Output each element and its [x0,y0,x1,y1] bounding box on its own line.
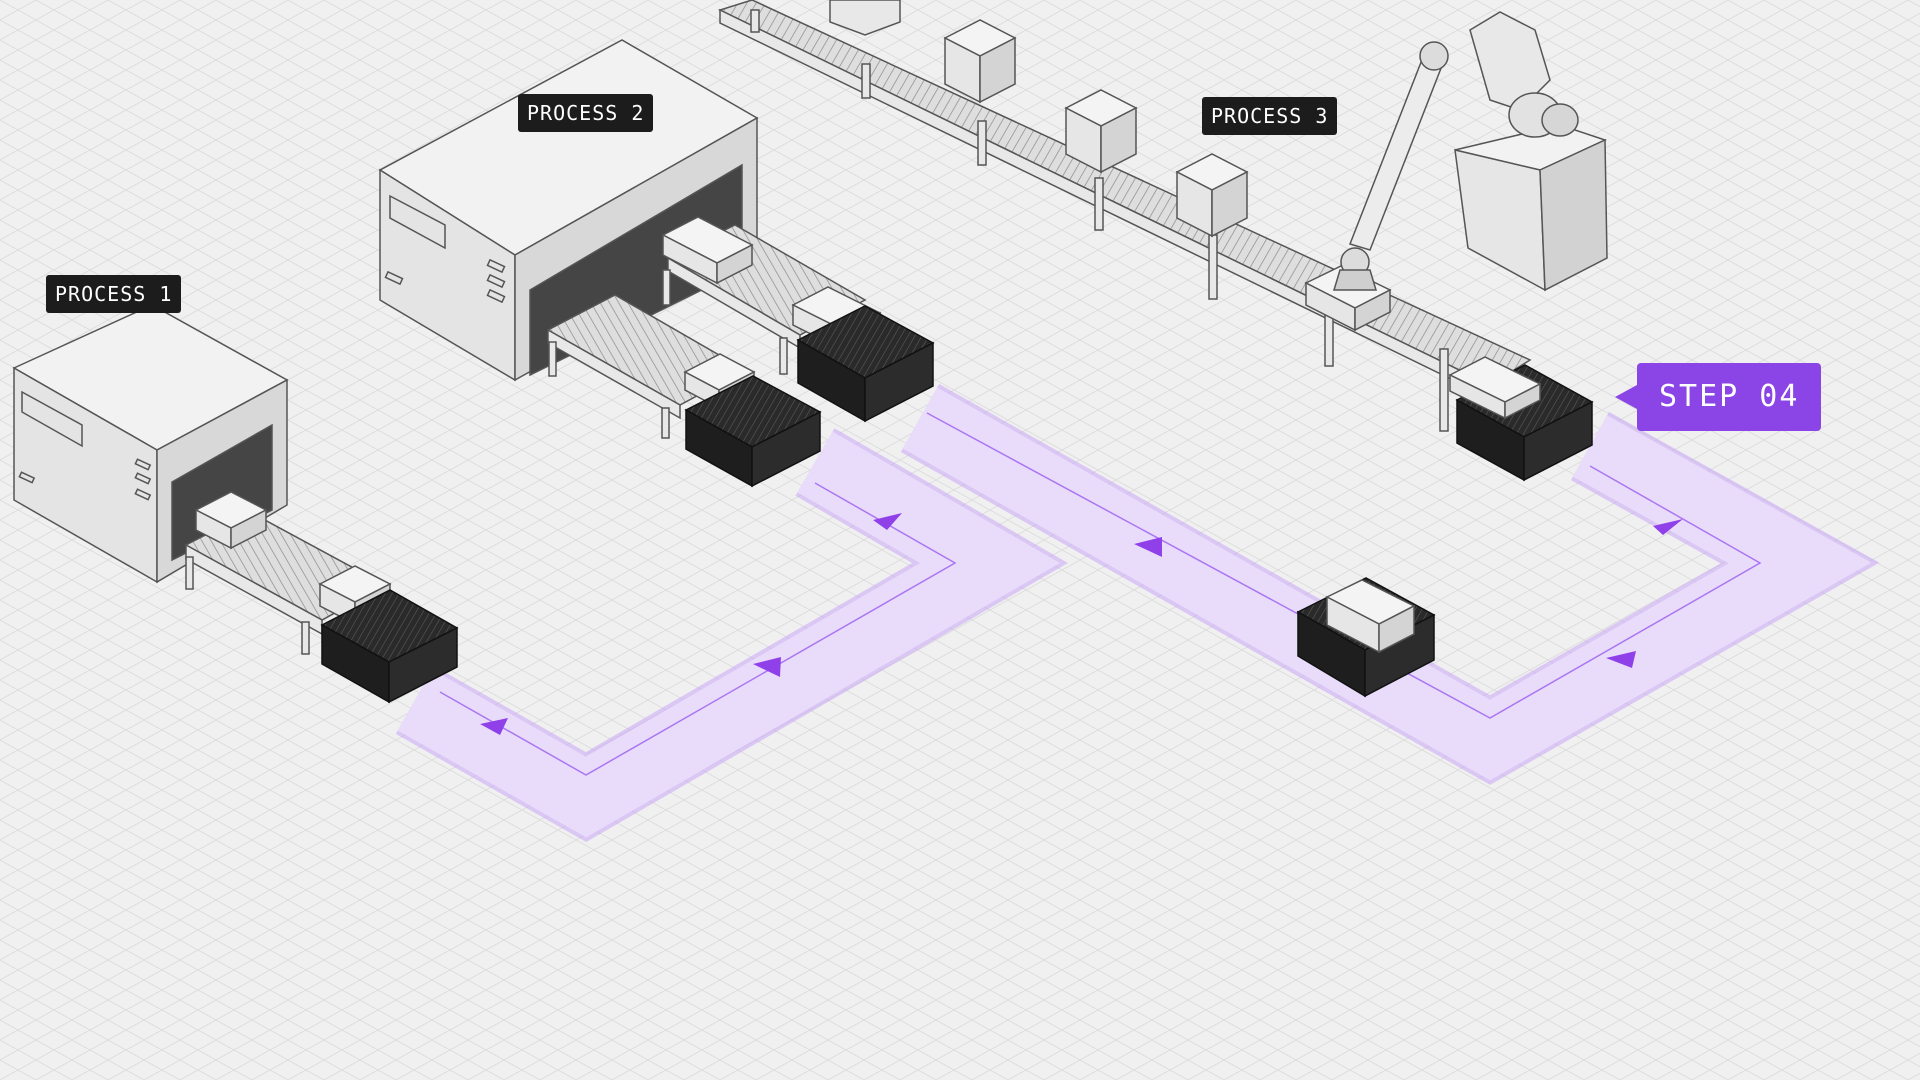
direction-arrow-icon [753,657,781,677]
direction-arrow-icon [1653,519,1683,535]
agv-robot [320,589,459,704]
agv-robot-carrying-box [1296,577,1436,698]
machine-process-1 [12,304,289,584]
process-2-label: PROCESS 2 [518,94,654,132]
agv-path-left [395,428,1068,842]
conveyor-process-3 [717,0,1532,432]
agv-robot [684,375,822,488]
robot-arm [1332,11,1608,292]
direction-arrow-icon [873,513,902,530]
direction-arrow-icon [1606,651,1636,668]
process-3-label: PROCESS 3 [1202,97,1338,135]
direction-arrow-icon [480,718,508,735]
step-badge: STEP 04 [1614,363,1822,431]
agv-path-right [900,384,1880,785]
agv-robot [796,305,935,423]
direction-arrow-icon [1134,537,1162,557]
process-1-label: PROCESS 1 [46,275,182,313]
agv-robot [1448,356,1594,482]
